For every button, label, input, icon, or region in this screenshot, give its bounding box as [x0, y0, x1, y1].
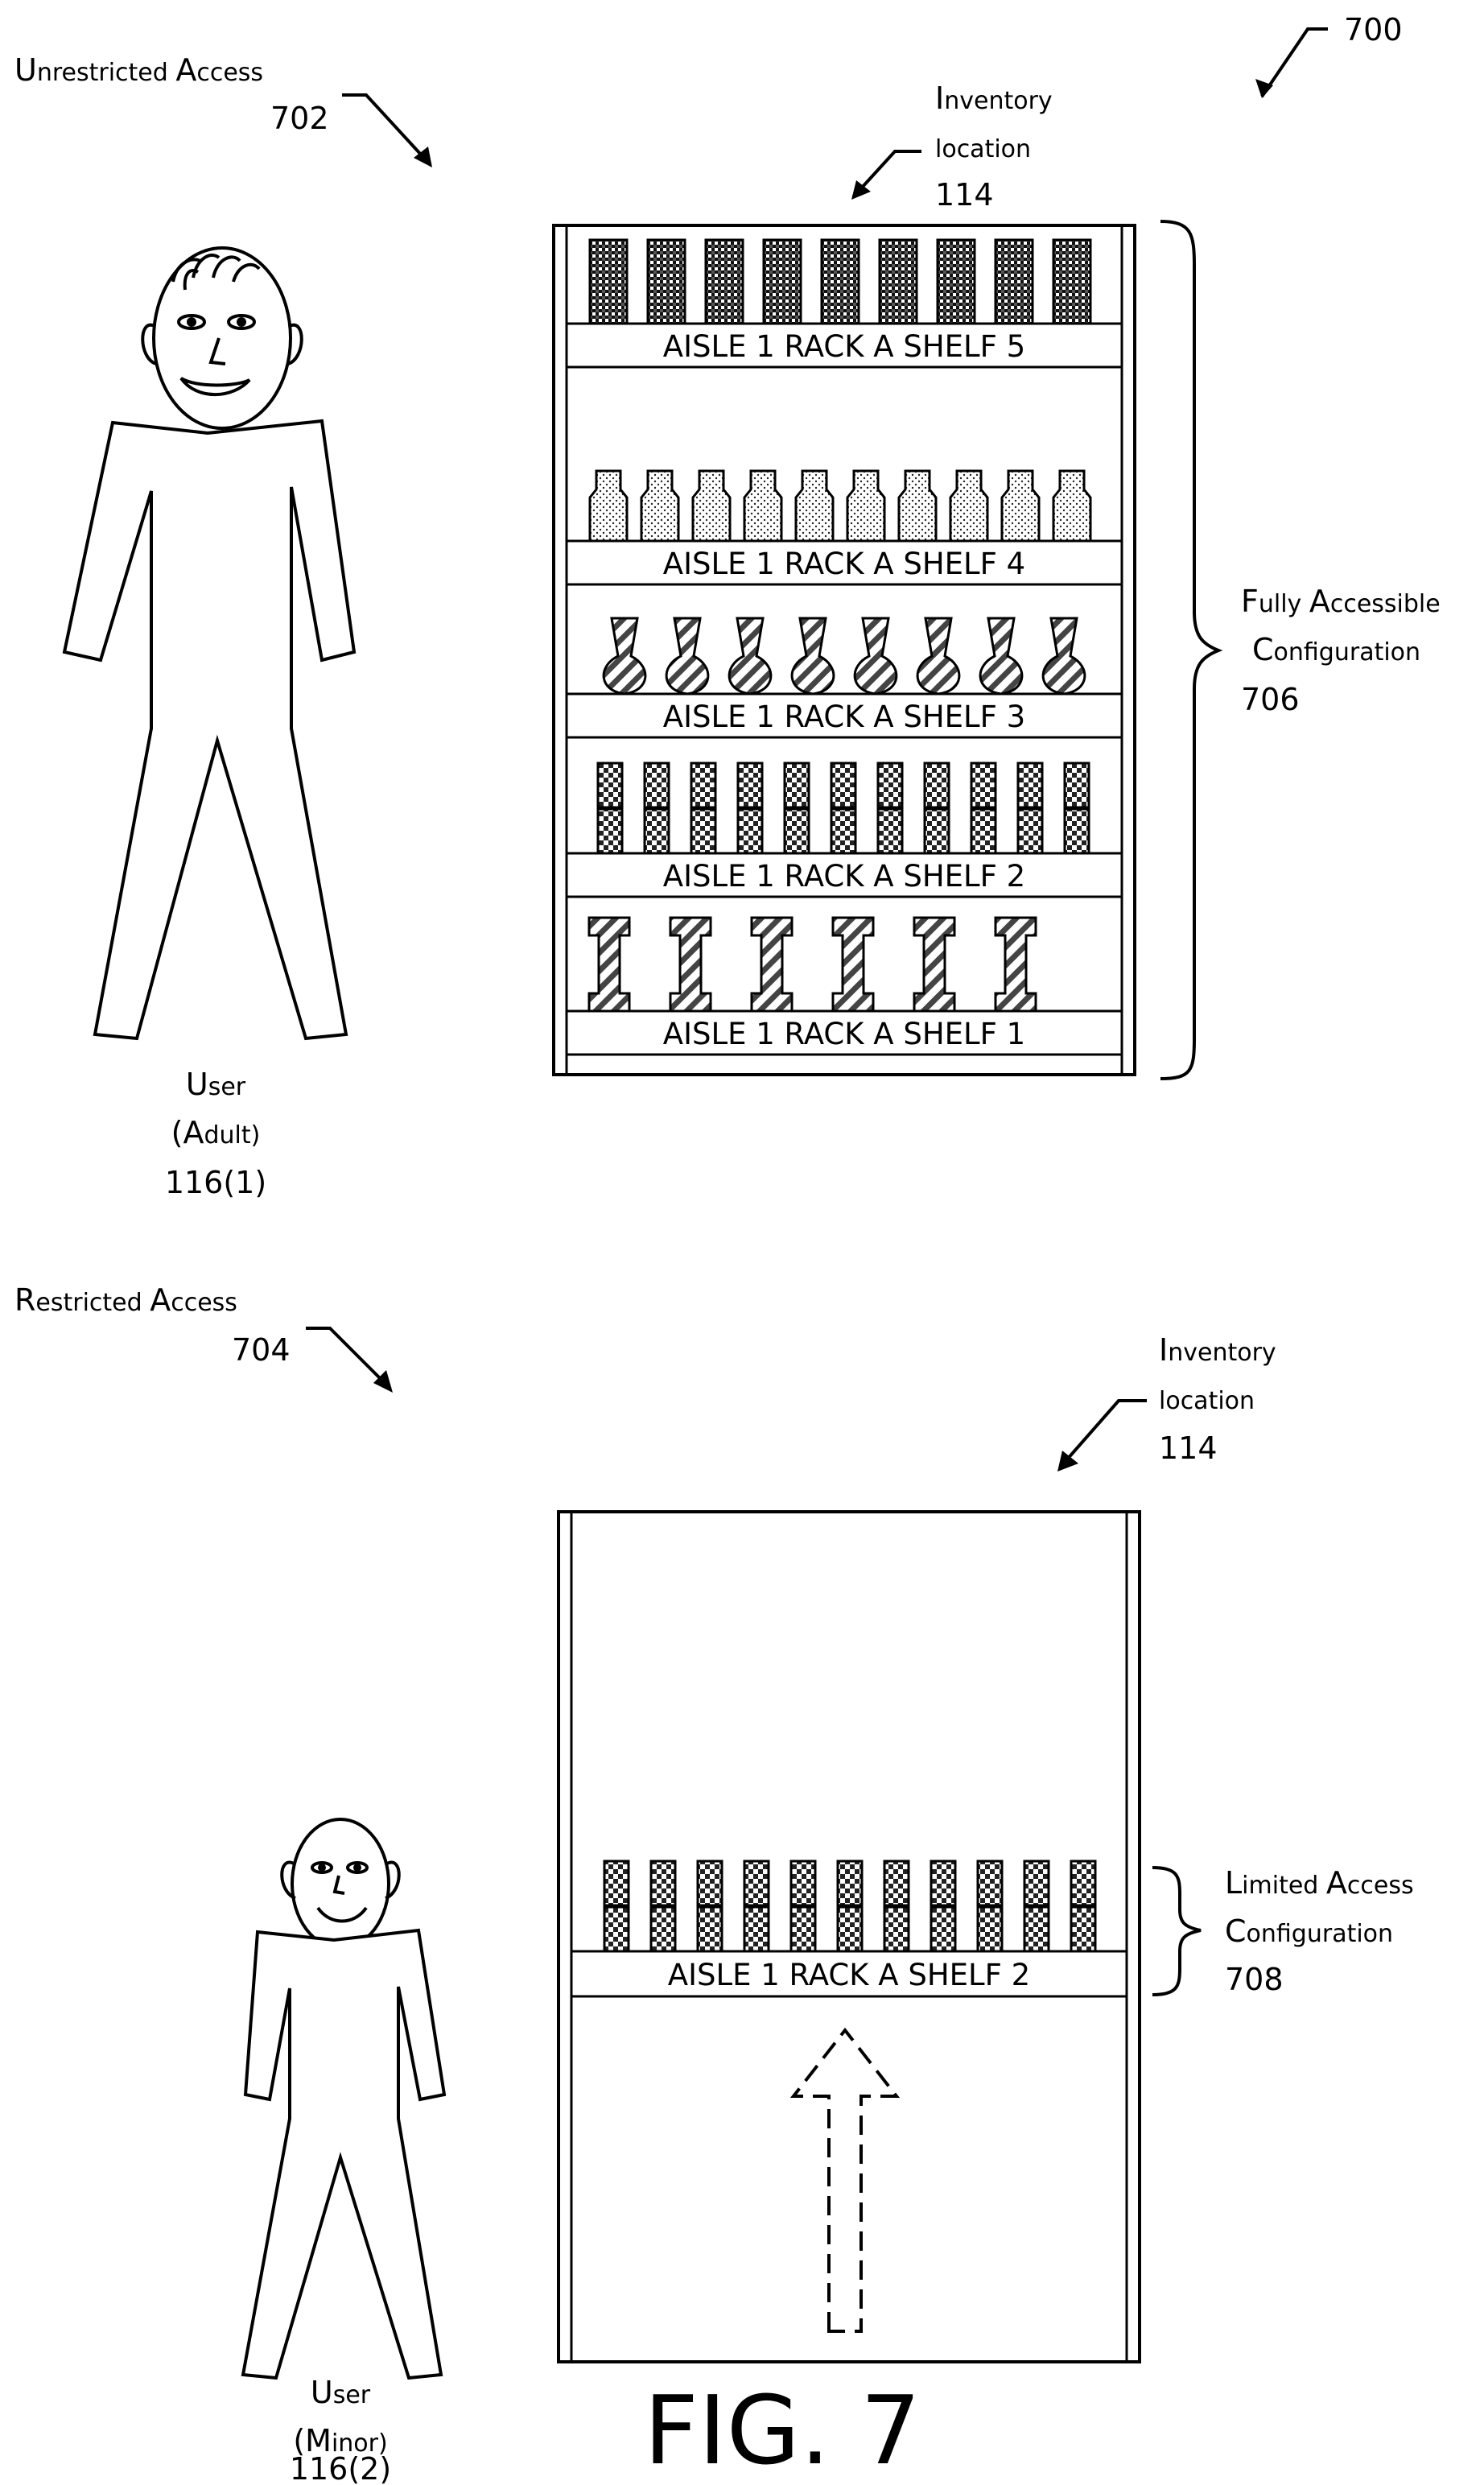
adult-user-figure: [64, 248, 354, 1038]
svg-text:708: 708: [1225, 1962, 1284, 1997]
svg-text:114: 114: [935, 177, 994, 213]
unrestricted-access-arrow: [342, 95, 431, 165]
shelf-1-label: AISLE 1 RACK A SHELF 1: [663, 1017, 1025, 1051]
minor-user-label: User (Minor) 116(2): [290, 2375, 391, 2485]
svg-text:location: location: [1159, 1387, 1255, 1415]
svg-text:116(2): 116(2): [290, 2451, 391, 2485]
svg-text:User: User: [186, 1067, 246, 1102]
inventory-arrow-bottom: [1061, 1401, 1147, 1467]
svg-text:Limited Access: Limited Access: [1225, 1865, 1414, 1901]
adult-user-label: User (Adult) 116(1): [165, 1067, 266, 1200]
svg-text:Inventory: Inventory: [935, 80, 1053, 116]
svg-text:Configuration: Configuration: [1252, 632, 1420, 667]
limited-access-brace: [1152, 1868, 1201, 1995]
svg-text:114: 114: [1159, 1430, 1218, 1466]
inventory-location-label-bottom: Inventory location 114: [1057, 1332, 1276, 1472]
fully-accessible-brace: [1160, 221, 1218, 1079]
svg-text:(Adult): (Adult): [171, 1115, 261, 1150]
shelf-2-label-bottom: AISLE 1 RACK A SHELF 2: [668, 1958, 1030, 1992]
figure-caption: FIG. 7: [644, 2375, 921, 2485]
inventory-rack-top: AISLE 1 RACK A SHELF 5 AISLE 1 RACK A SH…: [554, 225, 1135, 1075]
svg-text:Restricted Access: Restricted Access: [14, 1282, 237, 1318]
svg-text:706: 706: [1241, 682, 1300, 717]
svg-text:Fully Accessible: Fully Accessible: [1241, 584, 1441, 619]
limited-access-configuration-label: Limited Access Configuration 708: [1225, 1865, 1414, 1997]
restricted-access-ref: 704: [232, 1332, 291, 1368]
shelf-5-items: [590, 240, 1090, 324]
svg-text:116(1): 116(1): [165, 1165, 266, 1200]
shelf-4-label: AISLE 1 RACK A SHELF 4: [663, 547, 1025, 581]
inventory-location-label-top: Inventory location 114: [851, 80, 1053, 213]
unrestricted-access-label: Unrestricted Access 702: [14, 52, 432, 167]
shelf-5-label: AISLE 1 RACK A SHELF 5: [663, 329, 1025, 364]
shelf-3-label: AISLE 1 RACK A SHELF 3: [663, 700, 1025, 734]
fully-accessible-configuration-label: Fully Accessible Configuration 706: [1241, 584, 1441, 717]
shelf-2-label-top: AISLE 1 RACK A SHELF 2: [663, 859, 1025, 894]
svg-text:Inventory: Inventory: [1159, 1332, 1276, 1368]
svg-text:Configuration: Configuration: [1225, 1913, 1393, 1949]
inventory-rack-bottom: AISLE 1 RACK A SHELF 2: [559, 1512, 1140, 2362]
svg-text:User: User: [311, 2375, 371, 2410]
svg-text:location: location: [935, 135, 1031, 163]
figure-ref-700: 700: [1255, 12, 1403, 98]
restricted-access-label: Restricted Access 704: [14, 1282, 393, 1393]
minor-user-figure: [243, 1819, 444, 2378]
figure-ref-text: 700: [1344, 12, 1403, 47]
unrestricted-access-ref: 702: [270, 101, 329, 136]
svg-text:Unrestricted Access: Unrestricted Access: [14, 52, 263, 88]
